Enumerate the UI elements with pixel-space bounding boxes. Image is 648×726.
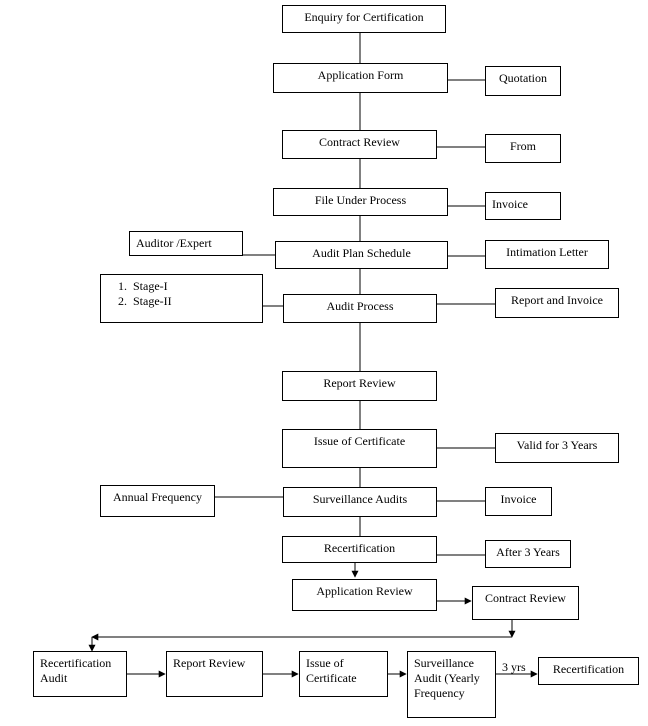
bottom-report-review-box: Report Review (166, 651, 263, 697)
stages-box: 1. Stage-I 2. Stage-II (100, 274, 263, 323)
audit-plan-schedule-box: Audit Plan Schedule (275, 241, 448, 269)
enquiry-box: Enquiry for Certification (282, 5, 446, 33)
report-and-invoice-box: Report and Invoice (495, 288, 619, 318)
recertification-box: Recertification (282, 536, 437, 563)
from-box: From (485, 134, 561, 163)
three-years-label: 3 yrs (502, 660, 526, 674)
file-under-process-box: File Under Process (273, 188, 448, 216)
issue-certificate-box: Issue of Certificate (282, 429, 437, 468)
stage-2-label: Stage-II (133, 294, 172, 308)
stage-1-item: 1. Stage-I (107, 279, 256, 294)
application-review-box: Application Review (292, 579, 437, 611)
bottom-issue-certificate-box: Issue of Certificate (299, 651, 388, 697)
invoice-box-2: Invoice (485, 487, 552, 516)
stage-1-label: Stage-I (133, 279, 168, 293)
bottom-recertification-box: Recertification (538, 657, 639, 685)
application-form-box: Application Form (273, 63, 448, 93)
stage-2-number: 2. (118, 294, 127, 308)
contract-review-box: Contract Review (282, 130, 437, 159)
recertification-audit-box: Recertification Audit (33, 651, 127, 697)
surveillance-audits-box: Surveillance Audits (283, 487, 437, 517)
after-3-years-box: After 3 Years (485, 540, 571, 568)
annual-frequency-box: Annual Frequency (100, 485, 215, 517)
contract-review-2-box: Contract Review (472, 586, 579, 620)
valid-3-years-box: Valid for 3 Years (495, 433, 619, 463)
audit-process-box: Audit Process (283, 294, 437, 323)
stage-1-number: 1. (118, 279, 127, 293)
quotation-box: Quotation (485, 66, 561, 96)
report-review-box: Report Review (282, 371, 437, 401)
intimation-letter-box: Intimation Letter (485, 240, 609, 269)
invoice-box-1: Invoice (485, 192, 561, 220)
stage-2-item: 2. Stage-II (107, 294, 256, 309)
surveillance-audit-box: Surveillance Audit (Yearly Frequency (407, 651, 496, 718)
auditor-expert-box: Auditor /Expert (129, 231, 243, 256)
